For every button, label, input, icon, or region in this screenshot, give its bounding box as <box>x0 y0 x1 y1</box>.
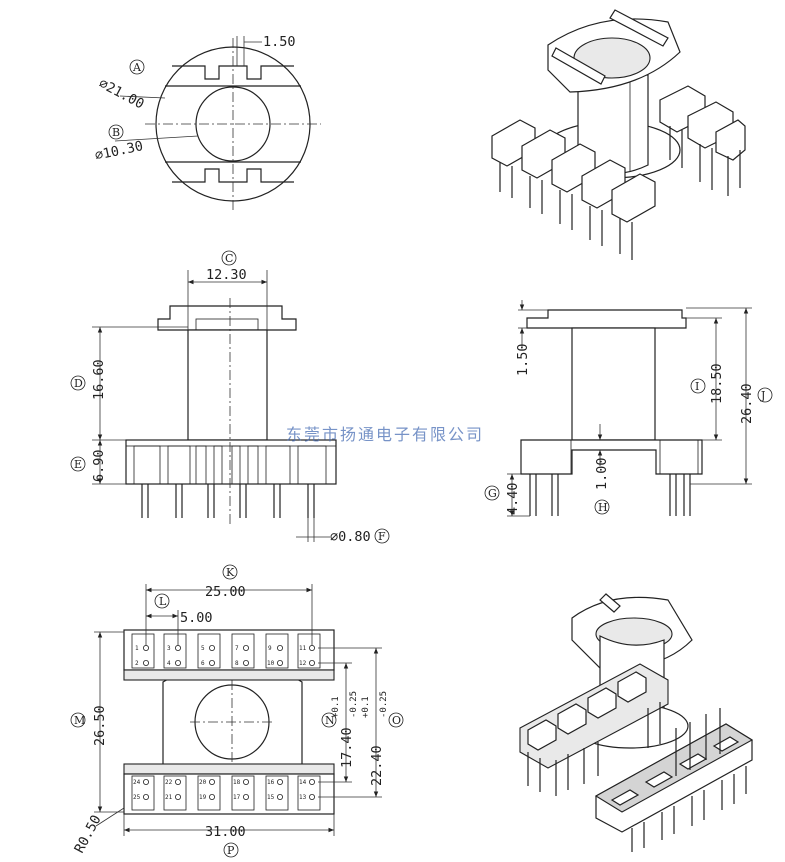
pin-4: 4 <box>167 660 171 667</box>
step-dim: 1.00 <box>594 457 610 490</box>
front-view: C 12.30 16.60 D 6.90 E ⌀0.80 F <box>70 250 390 545</box>
pin-18: 18 <box>233 779 241 786</box>
label-a: A <box>132 61 142 74</box>
label-e: E <box>74 458 82 471</box>
pitch-dim: 5.00 <box>180 610 213 626</box>
label-n: N <box>325 714 335 727</box>
pin-16: 16 <box>267 779 275 786</box>
pin-12: 12 <box>299 660 307 667</box>
label-c: C <box>225 252 233 265</box>
pin-3: 3 <box>167 645 171 652</box>
label-l: L <box>159 595 167 608</box>
label-k: K <box>226 566 235 579</box>
pin-9: 9 <box>268 645 272 652</box>
label-g: G <box>488 487 497 500</box>
pin-17: 17 <box>233 794 241 801</box>
label-o: O <box>392 714 401 727</box>
pin-7: 7 <box>235 645 239 652</box>
width-dim-p: 31.00 <box>205 824 246 840</box>
total-height-dim: 26.40 <box>739 383 755 424</box>
inner-diameter-dim: ⌀10.30 <box>94 138 145 164</box>
side-view: 1.50 18.50 I 26.40 J 4.40 G 1.00 H <box>484 300 773 517</box>
company-watermark: 东莞市扬通电子有限公司 <box>286 425 484 444</box>
pin-20: 20 <box>199 779 207 786</box>
pin-15: 15 <box>267 794 275 801</box>
label-j: J <box>760 389 765 402</box>
slot-dim: 1.50 <box>263 34 296 50</box>
inner-height-dim: 18.50 <box>709 363 725 404</box>
outer-tol-plus: +0.1 <box>361 696 371 718</box>
top-view: 1.50 A ⌀21.00 B ⌀10.30 <box>94 34 321 212</box>
pin-14: 14 <box>299 779 307 786</box>
row-dim: 17.40 <box>339 727 355 768</box>
pin-10: 10 <box>267 660 275 667</box>
pin-8: 8 <box>235 660 239 667</box>
pin-11: 11 <box>299 645 307 652</box>
isometric-view-top <box>491 9 746 260</box>
pin-2: 2 <box>135 660 139 667</box>
height-dim-m: 26.50 <box>92 705 108 746</box>
span-dim: 25.00 <box>205 584 246 600</box>
outer-tol-minus: -0.25 <box>379 691 389 718</box>
label-d: D <box>74 377 83 390</box>
pin-13: 13 <box>299 794 307 801</box>
width-dim: 12.30 <box>206 267 247 283</box>
outer-diameter-dim: ⌀21.00 <box>96 75 147 112</box>
pin-length-dim: 4.40 <box>505 482 521 515</box>
pin-1: 1 <box>135 645 139 652</box>
height-dim: 16.60 <box>91 359 107 400</box>
row-tol-plus: +0.1 <box>331 696 341 718</box>
flange-dim: 1.50 <box>515 343 531 376</box>
pin-6: 6 <box>201 660 205 667</box>
pin-24: 24 <box>133 779 141 786</box>
base-dim: 6.90 <box>91 449 107 482</box>
label-h: H <box>598 501 608 514</box>
label-f: F <box>378 530 386 543</box>
pin-25: 25 <box>133 794 141 801</box>
radius-dim: R0.50 <box>71 812 104 855</box>
label-i: I <box>695 380 699 393</box>
label-p: P <box>227 844 235 857</box>
pin-diameter-dim: ⌀0.80 <box>330 529 371 545</box>
label-b: B <box>112 126 120 139</box>
bottom-view: 1 2 3 4 5 6 7 8 9 10 11 12 24 25 22 21 2… <box>70 564 404 858</box>
pin-22: 22 <box>165 779 173 786</box>
pin-19: 19 <box>199 794 207 801</box>
label-m: M <box>74 714 85 727</box>
pin-5: 5 <box>201 645 205 652</box>
outer-row-dim: 22.40 <box>369 745 385 786</box>
row-tol-minus: -0.25 <box>349 691 359 718</box>
pin-21: 21 <box>165 794 173 801</box>
isometric-view-bottom <box>519 593 754 852</box>
